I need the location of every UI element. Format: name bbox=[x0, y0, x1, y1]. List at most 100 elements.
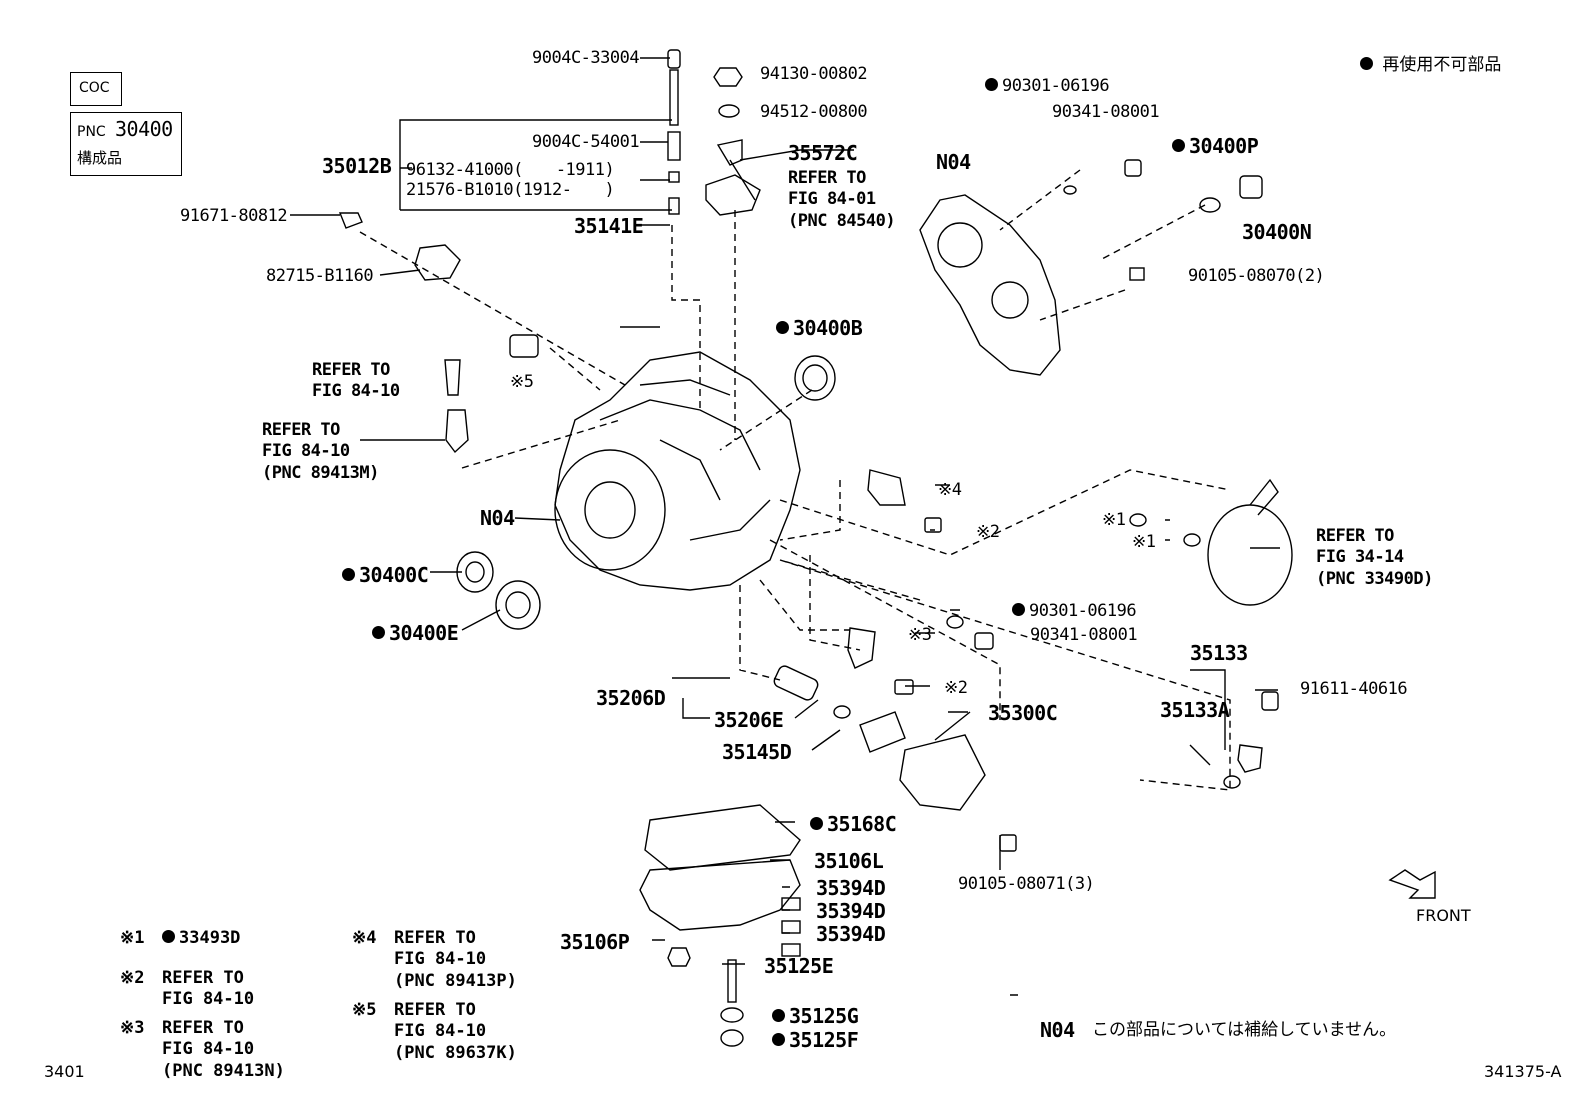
label-91611: 91611-40616 bbox=[1300, 679, 1408, 699]
non-reusable-dot-icon bbox=[342, 568, 355, 581]
coc-label: COC bbox=[79, 80, 110, 96]
gasket-35133 bbox=[1223, 775, 1241, 789]
pnc-prefix: PNC bbox=[77, 124, 106, 140]
oil-pan-gasket-35168C bbox=[644, 804, 801, 871]
refer-34-14: REFER TO FIG 34-14 (PNC 33490D) bbox=[1316, 526, 1433, 589]
non-reusable-dot-icon bbox=[985, 77, 998, 91]
sensor-x3 bbox=[847, 627, 876, 669]
footer-n04-code: N04 bbox=[1040, 1018, 1075, 1042]
dashed-alignment-lines bbox=[359, 169, 1231, 791]
plug-35125F bbox=[720, 1029, 744, 1047]
washer-94512-00800 bbox=[718, 104, 740, 118]
non-reusable-text: 再使用不可部品 bbox=[1382, 55, 1502, 75]
label-90301-mid: 90301-06196 bbox=[1012, 602, 1137, 620]
label-35141E: 35141E bbox=[574, 214, 644, 238]
non-reusable-dot-icon bbox=[810, 817, 823, 830]
plug-90341-mid bbox=[974, 632, 994, 650]
refer-84-10-a: REFER TO FIG 84-10 bbox=[312, 360, 400, 402]
label-35168C-text: 35168C bbox=[827, 812, 897, 836]
gasket-35125G bbox=[720, 1007, 744, 1023]
label-30400E: 30400E bbox=[372, 623, 459, 643]
o-ring-x1-b bbox=[1183, 533, 1201, 547]
label-90105-08071: 90105-08071(3) bbox=[958, 874, 1095, 894]
label-35300C: 35300C bbox=[988, 701, 1058, 725]
legend-text-2: REFER TO FIG 84-10 bbox=[162, 968, 255, 1010]
plug-90341-top bbox=[1124, 159, 1142, 177]
legend-text-1: 33493D bbox=[162, 928, 240, 949]
cover-84540 bbox=[705, 174, 761, 216]
label-x2-a: ※2 bbox=[976, 522, 1000, 542]
label-90301-top: 90301-06196 bbox=[985, 76, 1110, 96]
sensor-x4 bbox=[867, 469, 906, 506]
label-91671: 91671-80812 bbox=[180, 206, 288, 226]
label-x5: ※5 bbox=[510, 372, 534, 392]
label-30400N: 30400N bbox=[1242, 220, 1312, 244]
filter-35206D bbox=[773, 665, 819, 701]
spring-9004C-54001 bbox=[667, 131, 681, 161]
label-94512-00800: 94512-00800 bbox=[760, 102, 868, 122]
label-35168C: 35168C bbox=[810, 812, 897, 836]
label-9004C-33004: 9004C-33004 bbox=[532, 48, 640, 68]
non-reusable-dot-icon bbox=[1172, 139, 1185, 152]
label-x1-a: ※1 bbox=[1102, 510, 1126, 530]
group-bracket-35012B bbox=[399, 119, 672, 211]
label-30400C: 30400C bbox=[342, 565, 429, 585]
legend-text-4: REFER TO FIG 84-10 (PNC 89413P) bbox=[394, 928, 517, 991]
refer-84-10-b: REFER TO FIG 84-10 (PNC 89413M) bbox=[262, 420, 379, 483]
oil-cooler bbox=[1207, 504, 1293, 606]
sensor-89413M bbox=[445, 409, 469, 454]
label-35125G: 35125G bbox=[772, 1004, 859, 1028]
label-30400B: 30400B bbox=[776, 318, 863, 338]
footer-page-code: 3401 bbox=[44, 1062, 85, 1081]
label-90301-top-text: 90301-06196 bbox=[1002, 76, 1110, 96]
front-arrow-icon bbox=[1388, 869, 1436, 899]
legend-text-3: REFER TO FIG 84-10 (PNC 89413N) bbox=[162, 1018, 285, 1081]
label-90341-mid: 90341-08001 bbox=[1030, 625, 1138, 645]
pnc-number: 30400 bbox=[115, 117, 173, 141]
valve-body-35300C bbox=[899, 734, 986, 811]
label-x4: ※4 bbox=[938, 480, 962, 500]
legend-mark-4: ※4 bbox=[352, 928, 377, 948]
seal-30400C bbox=[456, 551, 494, 593]
footer-figure-code: 341375-A bbox=[1484, 1062, 1562, 1081]
washer-90301-mid bbox=[946, 615, 964, 629]
label-90341-top: 90341-08001 bbox=[1052, 102, 1160, 122]
non-reusable-dot-icon bbox=[1012, 602, 1025, 616]
n04-side-cover bbox=[919, 194, 1061, 376]
non-reusable-dot-icon bbox=[162, 929, 175, 943]
non-reusable-dot-icon bbox=[772, 1009, 785, 1022]
footer-n04-note: この部品については補給していません。 bbox=[1092, 1020, 1397, 1040]
non-reusable-dot-icon bbox=[1360, 56, 1373, 70]
bolt-91611-40616 bbox=[1261, 691, 1279, 711]
label-N04-main: N04 bbox=[480, 506, 515, 530]
label-N04-top: N04 bbox=[936, 150, 971, 174]
label-35133: 35133 bbox=[1190, 641, 1248, 665]
sensor-x5 bbox=[509, 334, 539, 358]
legend-mark-5: ※5 bbox=[352, 1000, 377, 1020]
label-30400P-text: 30400P bbox=[1189, 134, 1259, 158]
magnet-35394D-1 bbox=[781, 897, 801, 911]
label-35106L: 35106L bbox=[814, 849, 884, 873]
label-35125G-text: 35125G bbox=[789, 1004, 859, 1028]
label-35125F: 35125F bbox=[772, 1030, 859, 1050]
label-35572C: 35572C bbox=[788, 141, 858, 165]
legend-text-5: REFER TO FIG 84-10 (PNC 89637K) bbox=[394, 1000, 517, 1063]
magnet-35394D-2 bbox=[781, 920, 801, 934]
plug-30400N bbox=[1239, 175, 1263, 199]
bracket-82715-B1160 bbox=[414, 244, 461, 281]
nut-94130-00802 bbox=[713, 67, 743, 87]
rod-9004C-33004 bbox=[667, 49, 681, 69]
legend-mark-2: ※2 bbox=[120, 968, 145, 988]
label-x3: ※3 bbox=[908, 625, 932, 645]
label-x2-b: ※2 bbox=[944, 678, 968, 698]
bolt-x2-a bbox=[924, 517, 942, 533]
label-90105-08070: 90105-08070(2) bbox=[1188, 266, 1325, 286]
washer-30400P bbox=[1199, 197, 1221, 213]
label-82715: 82715-B1160 bbox=[266, 266, 374, 286]
o-ring-35206E bbox=[833, 705, 851, 719]
seal-30400B bbox=[794, 355, 836, 401]
bolt-91671-80812 bbox=[338, 212, 363, 229]
non-reusable-dot-icon bbox=[372, 626, 385, 639]
label-35206D: 35206D bbox=[596, 686, 666, 710]
